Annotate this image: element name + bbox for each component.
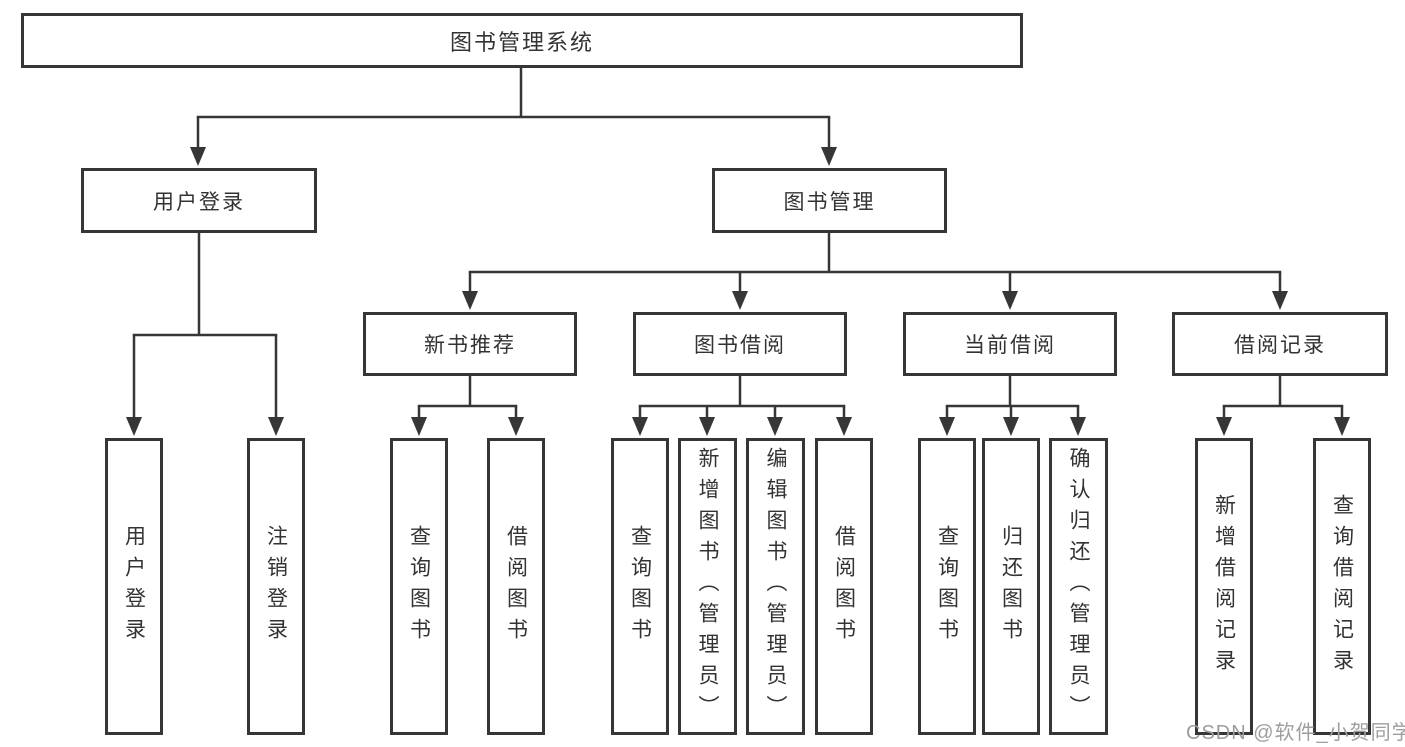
leaf-query-books-borrow: 查询图书 — [611, 438, 669, 735]
node-label: 借阅图书 — [504, 524, 528, 649]
arrowhead-icon — [508, 417, 524, 436]
arrowhead-icon — [732, 291, 748, 310]
arrowhead-icon — [126, 417, 142, 436]
arrowhead-icon — [767, 417, 783, 436]
connector-current-borrowing-children — [939, 376, 1086, 436]
leaf-borrow-books-recommend: 借阅图书 — [487, 438, 545, 735]
node-label: 图书借阅 — [694, 334, 786, 357]
node-label: 图书管理 — [783, 190, 876, 214]
arrowhead-icon — [190, 147, 206, 166]
node-label: 新增借阅记录 — [1212, 493, 1236, 680]
node-label: 借阅图书 — [832, 524, 856, 649]
node-user-login: 用户登录 — [81, 168, 317, 233]
arrowhead-icon — [1070, 417, 1086, 436]
arrowhead-icon — [462, 291, 478, 310]
arrowhead-icon — [699, 417, 715, 436]
leaf-query-books-recommend: 查询图书 — [390, 438, 448, 735]
arrowhead-icon — [268, 417, 284, 436]
leaf-borrow-books: 借阅图书 — [815, 438, 873, 735]
node-label: 查询图书 — [628, 524, 652, 649]
node-label: 借阅记录 — [1234, 334, 1326, 357]
leaf-edit-books-admin: 编辑图书（管理员） — [746, 438, 805, 735]
leaf-return-books: 归还图书 — [982, 438, 1040, 735]
leaf-user-login: 用户登录 — [105, 438, 163, 735]
leaf-add-borrow-record: 新增借阅记录 — [1195, 438, 1253, 735]
node-label: 用户登录 — [122, 524, 146, 649]
node-new-book-recommendation: 新书推荐 — [363, 312, 577, 376]
node-book-borrowing: 图书借阅 — [633, 312, 847, 376]
leaf-query-books-current: 查询图书 — [918, 438, 976, 735]
node-label: 当前借阅 — [964, 334, 1056, 357]
arrowhead-icon — [411, 417, 427, 436]
arrowhead-icon — [1002, 291, 1018, 310]
arrowhead-icon — [1003, 417, 1019, 436]
node-library-management-system: 图书管理系统 — [21, 13, 1023, 68]
connector-book-borrowing-children — [632, 376, 852, 436]
node-current-borrowing: 当前借阅 — [903, 312, 1117, 376]
node-label: 查询图书 — [407, 524, 431, 649]
leaf-add-books-admin: 新增图书（管理员） — [678, 438, 737, 735]
node-label: 用户登录 — [153, 190, 245, 214]
node-label: 查询借阅记录 — [1330, 493, 1354, 680]
leaf-confirm-return-admin: 确认归还（管理员） — [1049, 438, 1108, 735]
connector-root-to-level2 — [190, 68, 837, 166]
arrowhead-icon — [939, 417, 955, 436]
node-label: 确认归还（管理员） — [1067, 447, 1091, 726]
node-label: 注销登录 — [264, 524, 288, 649]
node-label: 新增图书（管理员） — [696, 447, 720, 726]
node-label: 图书管理系统 — [449, 29, 594, 55]
watermark: CSDN @软件_小贺同学 — [1186, 722, 1405, 744]
node-label: 新书推荐 — [424, 334, 516, 357]
connector-new-book-recommendation-children — [411, 376, 524, 436]
leaf-query-borrow-record: 查询借阅记录 — [1313, 438, 1371, 735]
arrowhead-icon — [1334, 417, 1350, 436]
arrowhead-icon — [836, 417, 852, 436]
node-label: 编辑图书（管理员） — [764, 447, 788, 726]
leaf-logout: 注销登录 — [247, 438, 305, 735]
arrowhead-icon — [632, 417, 648, 436]
arrowhead-icon — [821, 147, 837, 166]
arrowhead-icon — [1216, 417, 1232, 436]
node-label: 归还图书 — [999, 524, 1023, 649]
node-borrowing-records: 借阅记录 — [1172, 312, 1388, 376]
connector-book-management-children — [462, 233, 1288, 310]
arrowhead-icon — [1272, 291, 1288, 310]
node-book-management: 图书管理 — [712, 168, 947, 233]
node-label: 查询图书 — [935, 524, 959, 649]
connector-user-login-children — [126, 233, 284, 436]
connector-borrowing-records-children — [1216, 376, 1350, 436]
